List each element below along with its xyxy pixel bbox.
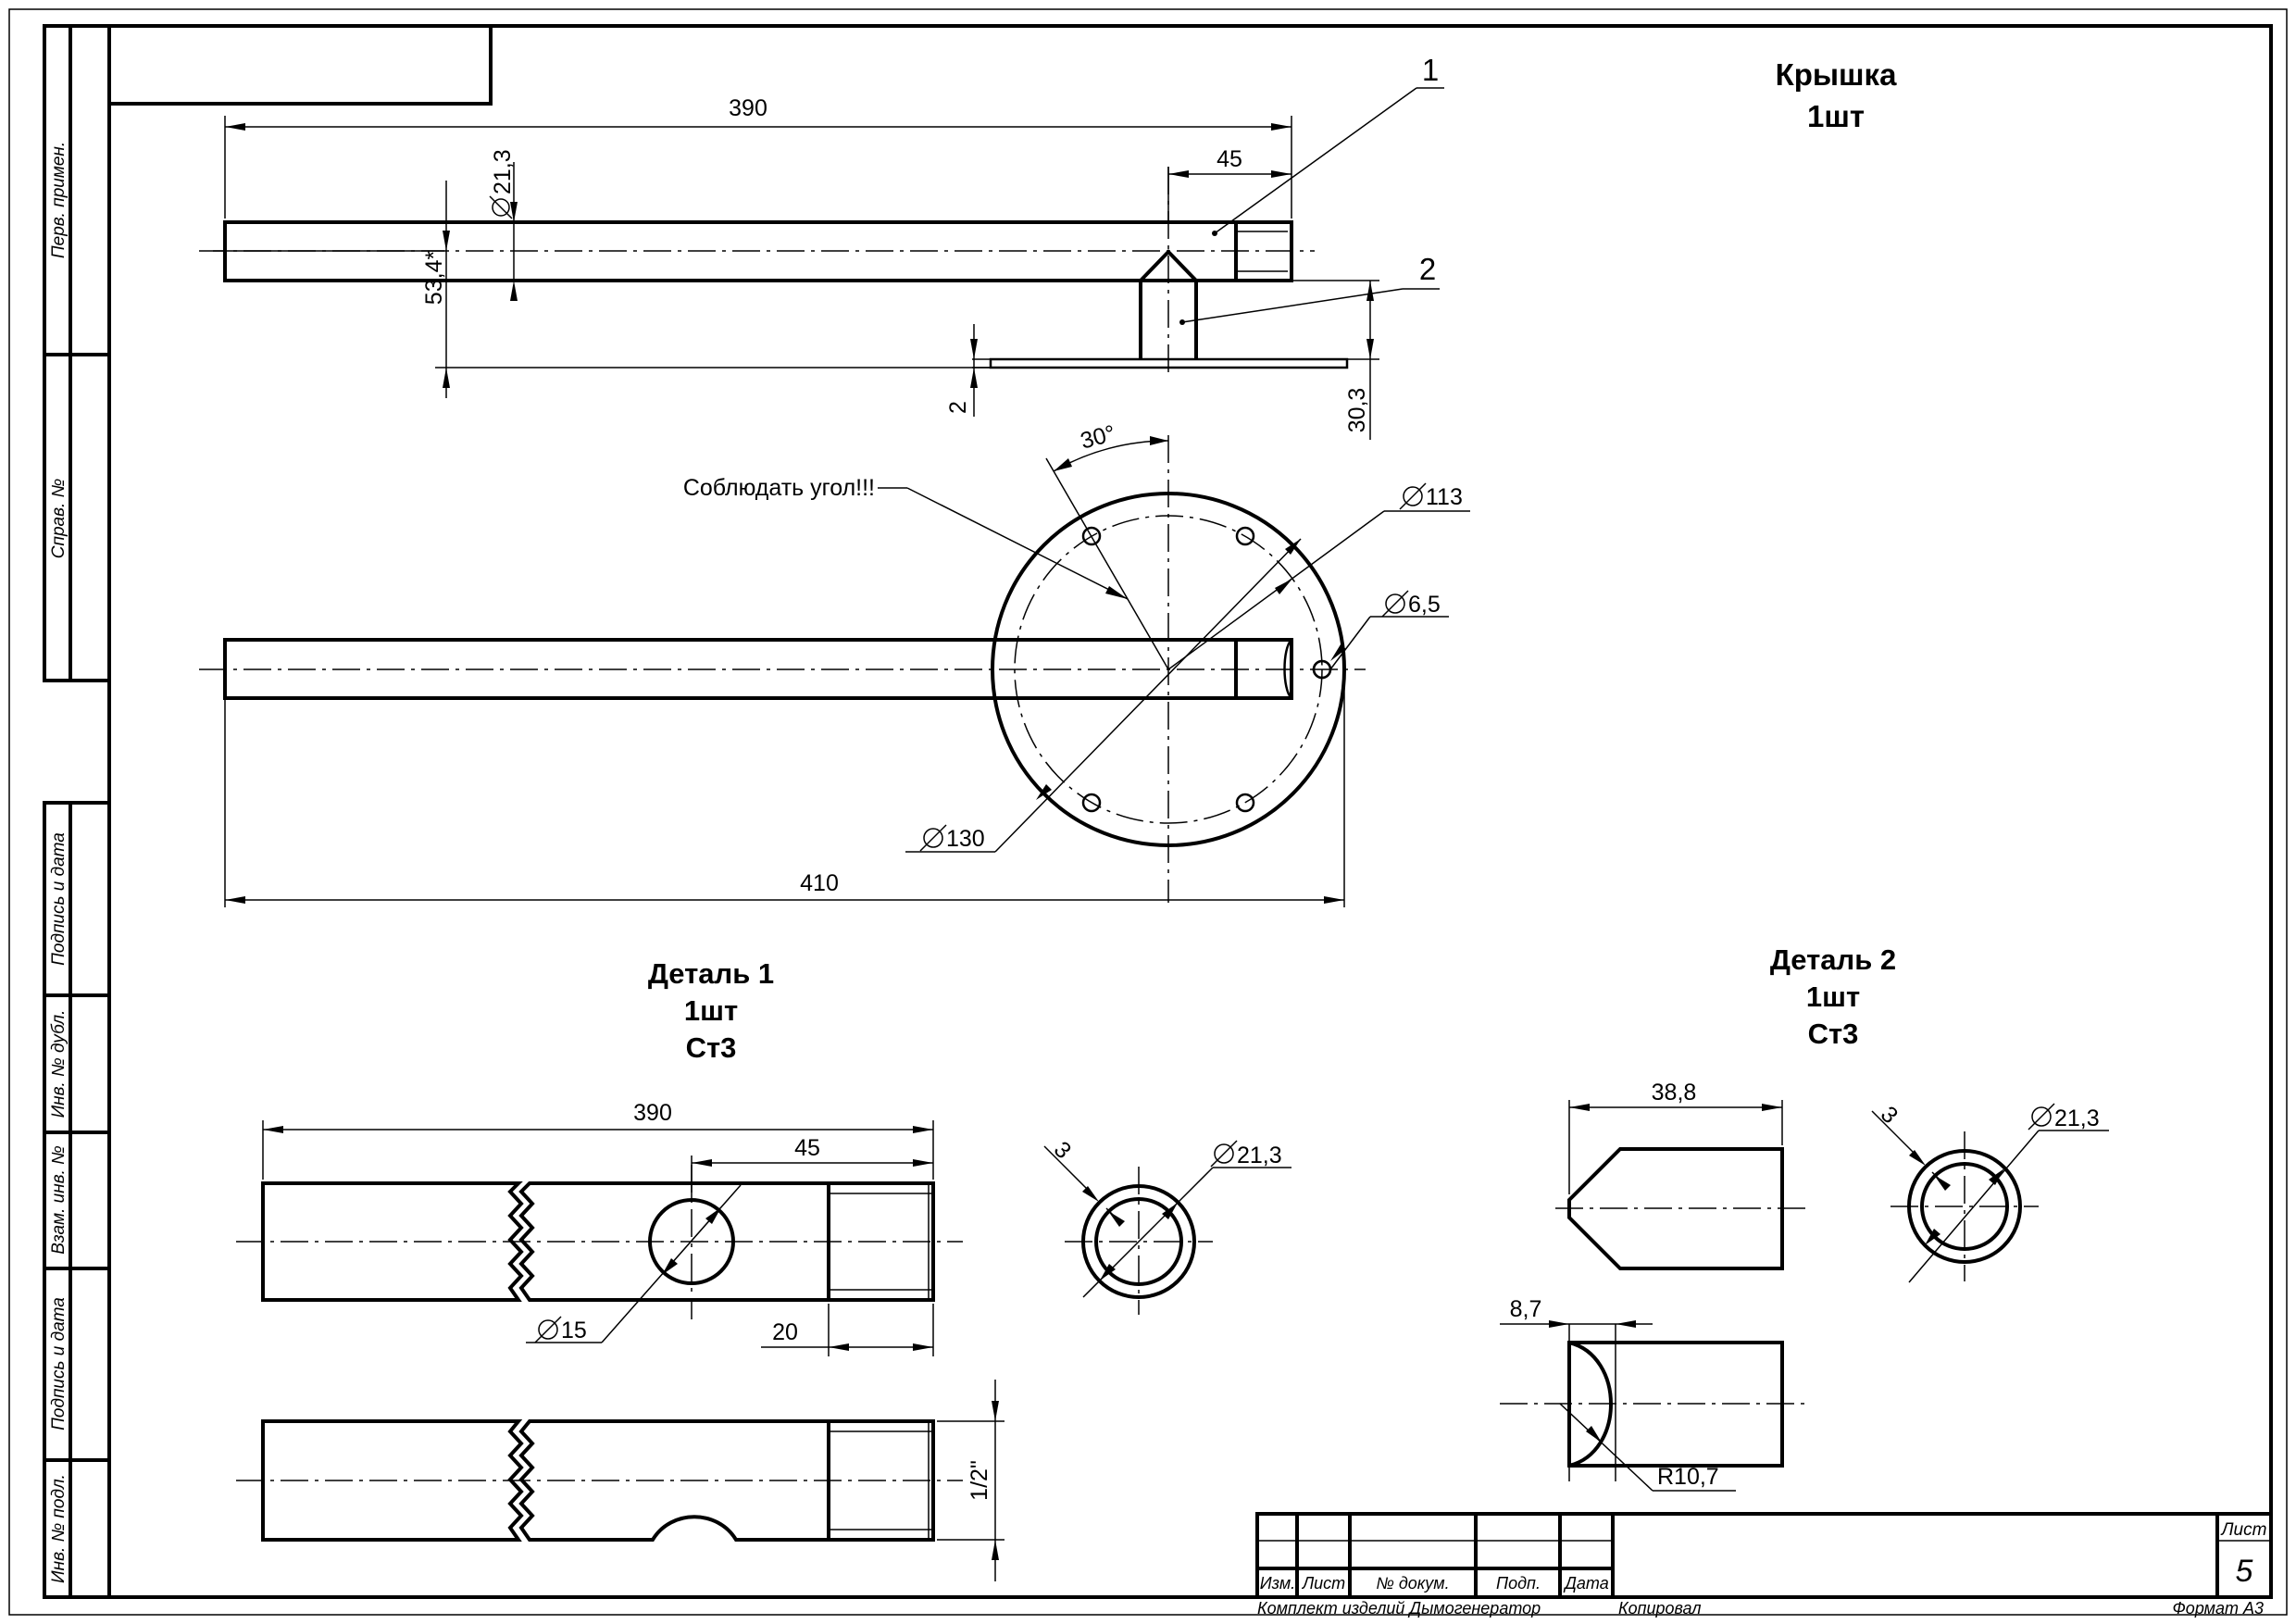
detail1-front-view: 390 45 15 20 xyxy=(236,1100,963,1356)
detail2-section-view: 3 21,3 xyxy=(1871,1101,2109,1283)
dim-dia-113: 113 xyxy=(1426,484,1463,510)
label-inv-no-podl: Инв. № подл. xyxy=(49,1474,69,1583)
label-inv-no-dubl: Инв. № дубл. xyxy=(49,1010,69,1118)
dim-390-detail1: 390 xyxy=(633,1100,672,1126)
detail2-name: Деталь 2 xyxy=(1770,943,1896,976)
dim-20-detail1: 20 xyxy=(772,1319,798,1345)
dim-2-plate: 2 xyxy=(945,401,971,414)
label-podpis-data-2: Подпись и дата xyxy=(49,1297,69,1430)
label-sprav-no: Справ. № xyxy=(49,479,69,558)
tb-col-list: Лист xyxy=(1302,1574,1345,1593)
dim-53-4-assembly: 53,4* xyxy=(421,251,447,306)
tb-sheet-number: 5 xyxy=(2236,1554,2253,1589)
dim-thread-1-2: 1/2" xyxy=(967,1460,992,1501)
dim-dia-21-3-assembly: 21,3 xyxy=(490,149,516,194)
dim-410: 410 xyxy=(800,870,839,896)
detail1-title: Деталь 1 1шт Ст3 xyxy=(648,957,774,1064)
tb-product: Комплект изделий Дымогенератор xyxy=(1257,1599,1541,1618)
callout-1: 1 xyxy=(1422,53,1439,87)
tb-list-label: Лист xyxy=(2220,1520,2267,1540)
dim-30-3-assembly: 30,3 xyxy=(1344,388,1370,433)
callout-2: 2 xyxy=(1419,252,1436,286)
dim-dia-21-3-detail2: 21,3 xyxy=(2054,1106,2100,1131)
dim-45-assembly: 45 xyxy=(1217,146,1242,172)
assembly-side-view: 390 45 21,3 53,4* 2 xyxy=(199,53,1444,440)
detail2-qty: 1шт xyxy=(1806,981,1860,1013)
assembly-qty: 1шт xyxy=(1807,99,1865,133)
tb-copied: Копировал xyxy=(1618,1599,1702,1618)
dim-dia-130: 130 xyxy=(946,826,985,852)
detail2-material: Ст3 xyxy=(1808,1018,1859,1050)
detail1-name: Деталь 1 xyxy=(648,957,774,990)
detail2-front-view: 38,8 xyxy=(1555,1080,1805,1270)
tb-format: Формат А3 xyxy=(2173,1599,2265,1618)
label-podpis-data-1: Подпись и дата xyxy=(49,832,69,966)
tb-col-izm: Изм. xyxy=(1260,1574,1295,1593)
detail1-material: Ст3 xyxy=(686,1031,737,1064)
detail1-section-view: 3 21,3 xyxy=(1043,1136,1292,1315)
label-perv-primen: Перв. примен. xyxy=(49,142,69,258)
detail2-title: Деталь 2 1шт Ст3 xyxy=(1770,943,1896,1050)
tb-col-podp: Подп. xyxy=(1496,1574,1541,1593)
dim-dia-6-5: 6,5 xyxy=(1408,592,1441,618)
dim-45-detail1: 45 xyxy=(794,1135,820,1161)
dim-38-8: 38,8 xyxy=(1652,1080,1697,1106)
detail1-bottom-view: 1/2" xyxy=(236,1380,1004,1581)
assembly-name: Крышка xyxy=(1776,57,1898,92)
label-vzam-inv-no: Взам. инв. № xyxy=(49,1145,69,1255)
tb-col-doc: № докум. xyxy=(1376,1574,1449,1593)
assembly-title: Крышка 1шт xyxy=(1776,57,1898,133)
sheet-frame xyxy=(8,8,2288,1616)
dim-390-assembly: 390 xyxy=(729,95,767,121)
title-block: Изм. Лист № докум. Подп. Дата Лист 5 Ком… xyxy=(1255,1512,2273,1618)
tb-col-date: Дата xyxy=(1563,1574,1609,1593)
dim-angle-30: 30° xyxy=(1078,420,1118,455)
left-stamp: Перв. примен. Справ. № Подпись и дата Ин… xyxy=(43,24,111,1599)
dim-wall-3-detail2: 3 xyxy=(1876,1101,1903,1129)
dim-dia-21-3-detail1: 21,3 xyxy=(1237,1143,1282,1168)
dim-radius-10-7: R10,7 xyxy=(1657,1464,1719,1490)
dim-8-7: 8,7 xyxy=(1510,1296,1542,1322)
detail1-qty: 1шт xyxy=(684,994,738,1027)
note-keep-angle: Соблюдать угол!!! xyxy=(683,475,875,501)
assembly-top-view: 30° Соблюдать угол!!! 113 6,5 130 xyxy=(199,420,1470,907)
dim-dia-15: 15 xyxy=(561,1318,587,1343)
dim-wall-3-detail1: 3 xyxy=(1049,1136,1077,1164)
detail2-bottom-view: 8,7 R10,7 xyxy=(1500,1296,1805,1492)
